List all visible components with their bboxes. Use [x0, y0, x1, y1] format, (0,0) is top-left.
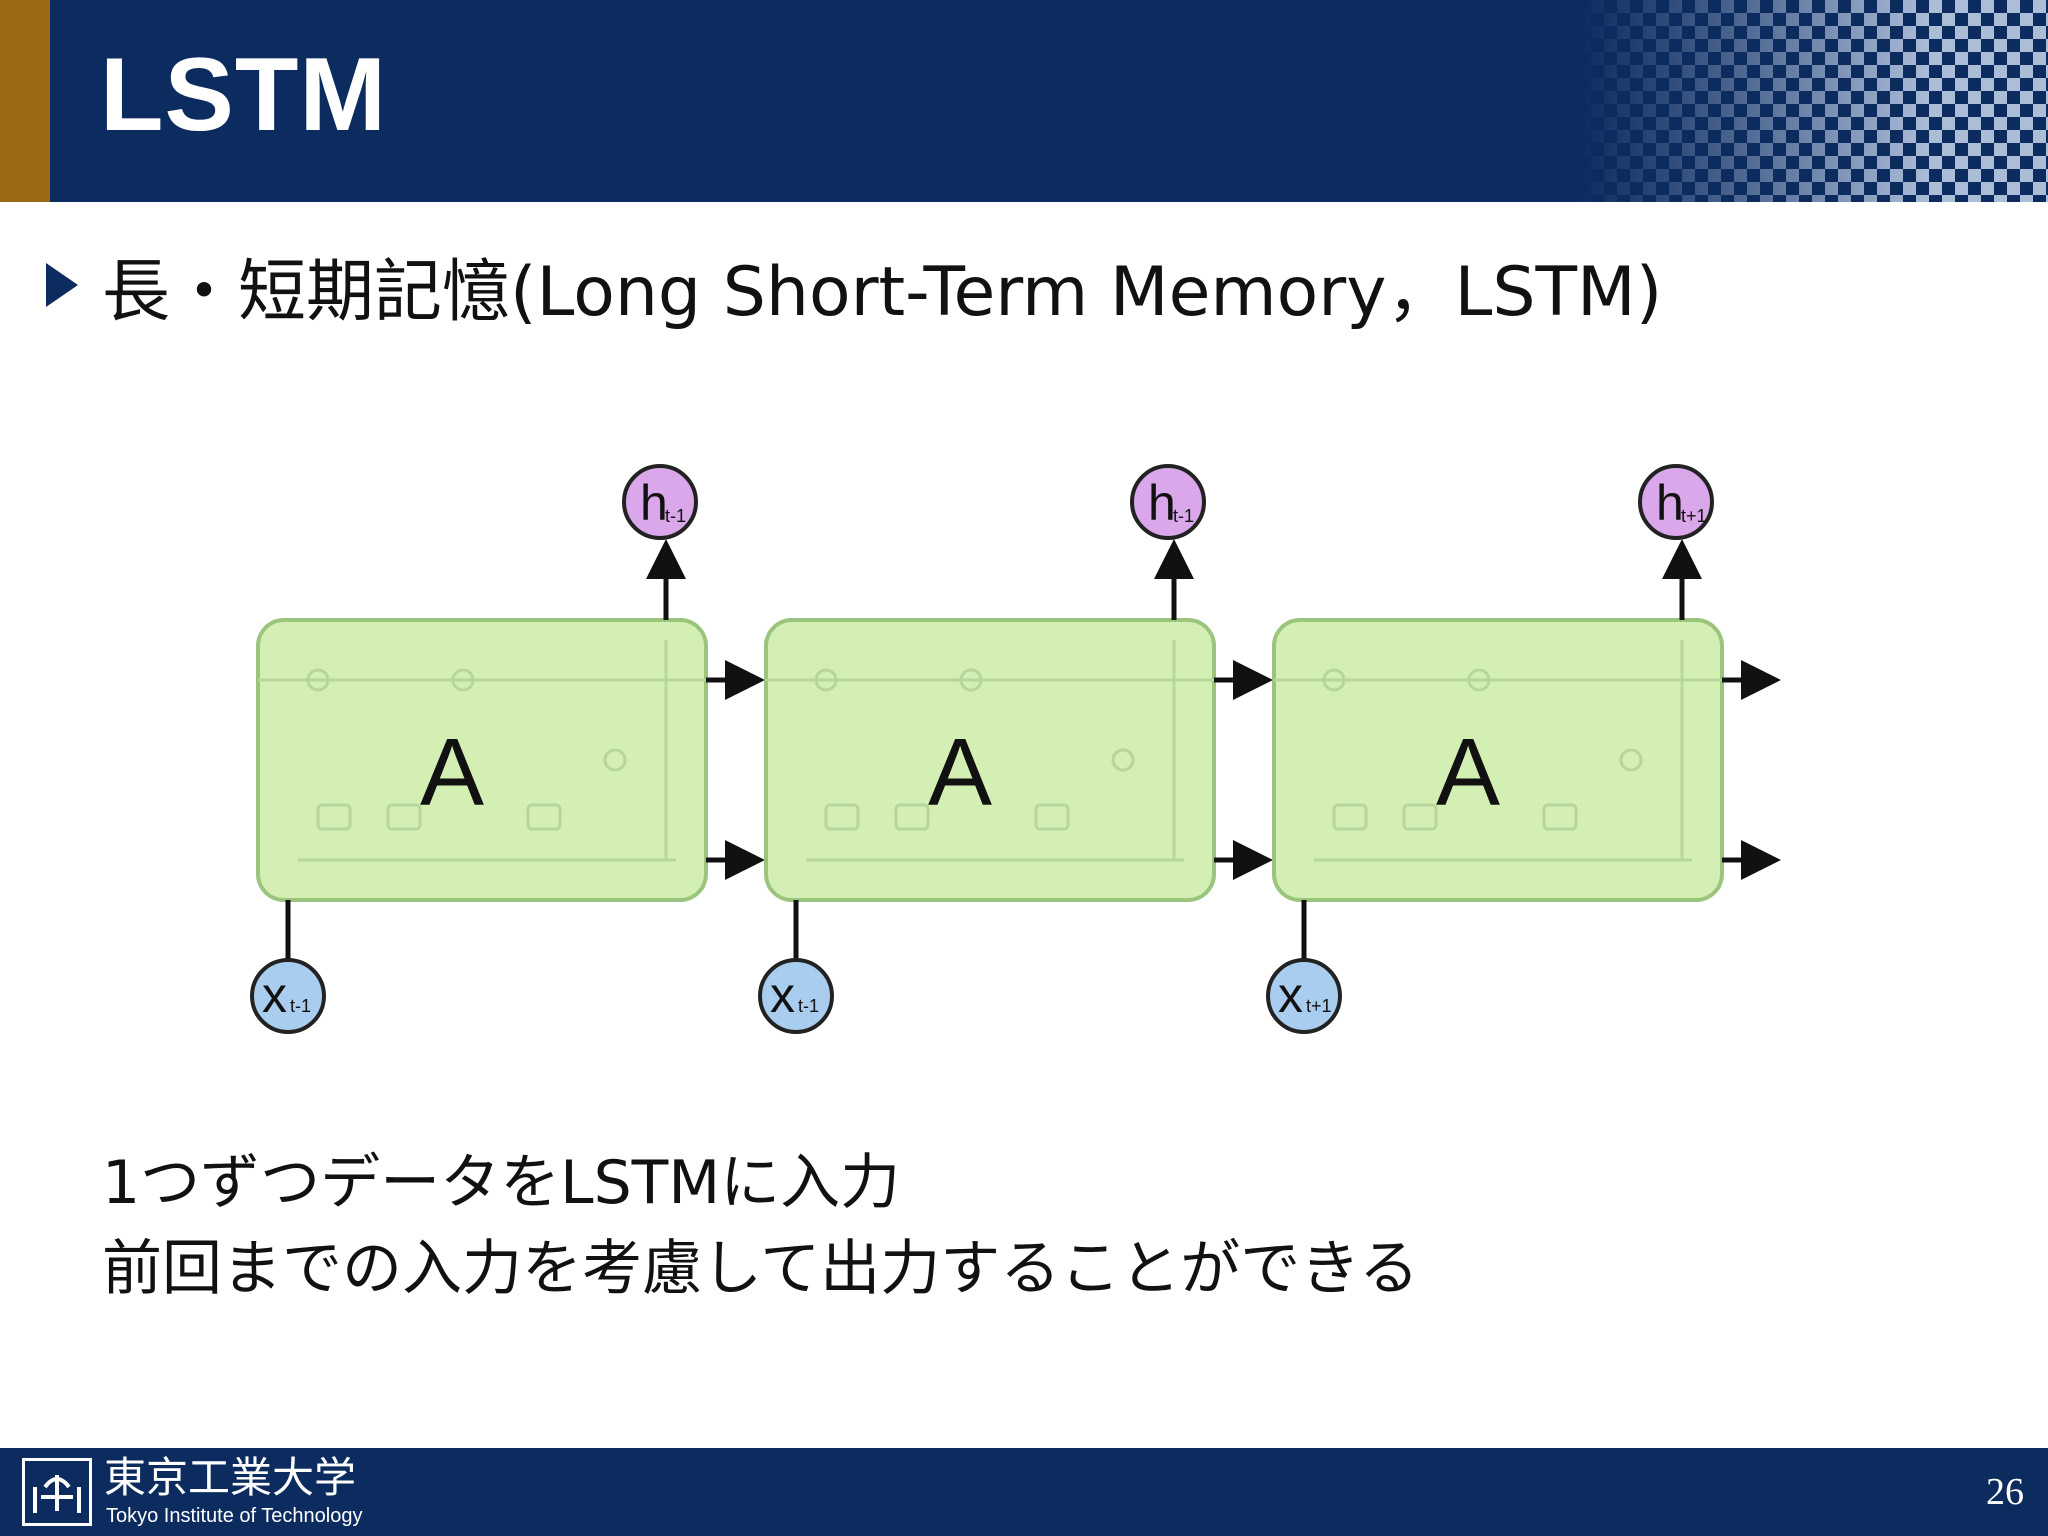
gate-node — [814, 668, 838, 692]
slide-title: LSTM — [100, 37, 388, 153]
output-node — [1130, 464, 1206, 540]
gate-node — [1467, 668, 1491, 692]
output-label: h — [1656, 475, 1684, 531]
gate-node — [1619, 748, 1643, 772]
output-subscript: t-1 — [1173, 506, 1194, 526]
output-node — [622, 464, 698, 540]
input-label: x — [770, 967, 795, 1023]
output-node — [1638, 464, 1714, 540]
accent-bar — [0, 0, 50, 202]
gate-box — [1542, 803, 1578, 831]
gate-box — [1332, 803, 1368, 831]
input-node — [1266, 958, 1342, 1034]
input-label: x — [262, 967, 287, 1023]
gate-node — [603, 748, 627, 772]
gate-box — [316, 803, 352, 831]
university-name-jp: 東京工業大学 — [104, 1453, 357, 1502]
cell-label: A — [420, 719, 484, 826]
footer-bar: 東京工業大学 Tokyo Institute of Technology 26 — [0, 1448, 2048, 1536]
cell-box — [764, 618, 1216, 902]
input-subscript: t+1 — [1306, 996, 1332, 1016]
output-subscript: t-1 — [665, 506, 686, 526]
gate-box — [526, 803, 562, 831]
cell-box — [256, 618, 708, 902]
input-subscript: t-1 — [290, 996, 311, 1016]
gate-node — [306, 668, 330, 692]
input-node — [250, 958, 326, 1034]
page-number: 26 — [1986, 1471, 2024, 1513]
input-subscript: t-1 — [798, 996, 819, 1016]
output-label: h — [640, 475, 668, 531]
gate-node — [959, 668, 983, 692]
bullet-text: 長・短期記憶(Long Short-Term Memory，LSTM) — [102, 252, 1663, 332]
gate-box — [894, 803, 930, 831]
gate-node — [1322, 668, 1346, 692]
cell-label: A — [928, 719, 992, 826]
input-label: x — [1278, 967, 1303, 1023]
caption-line-2: 前回までの入力を考慮して出力することができる — [102, 1234, 1419, 1304]
caption-line-1: 1つずつデータをLSTMに入力 — [102, 1148, 901, 1218]
cell-box — [1272, 618, 1724, 902]
university-logo-icon — [22, 1458, 92, 1526]
input-node — [758, 958, 834, 1034]
bullet-item: 長・短期記憶(Long Short-Term Memory，LSTM) — [46, 240, 1662, 332]
cell-label: A — [1436, 719, 1500, 826]
title-bar: LSTM — [0, 0, 2048, 202]
gate-node — [451, 668, 475, 692]
checker-pattern — [1578, 0, 2048, 202]
gate-box — [824, 803, 860, 831]
gate-box — [1034, 803, 1070, 831]
output-subscript: t+1 — [1681, 506, 1707, 526]
caption: 1つずつデータをLSTMに入力 前回までの入力を考慮して出力することができる — [102, 1140, 1419, 1312]
gate-box — [386, 803, 422, 831]
gate-node — [1111, 748, 1135, 772]
output-label: h — [1148, 475, 1176, 531]
bullet-triangle-icon — [46, 263, 78, 307]
university-name-en: Tokyo Institute of Technology — [106, 1505, 363, 1527]
gate-box — [1402, 803, 1438, 831]
